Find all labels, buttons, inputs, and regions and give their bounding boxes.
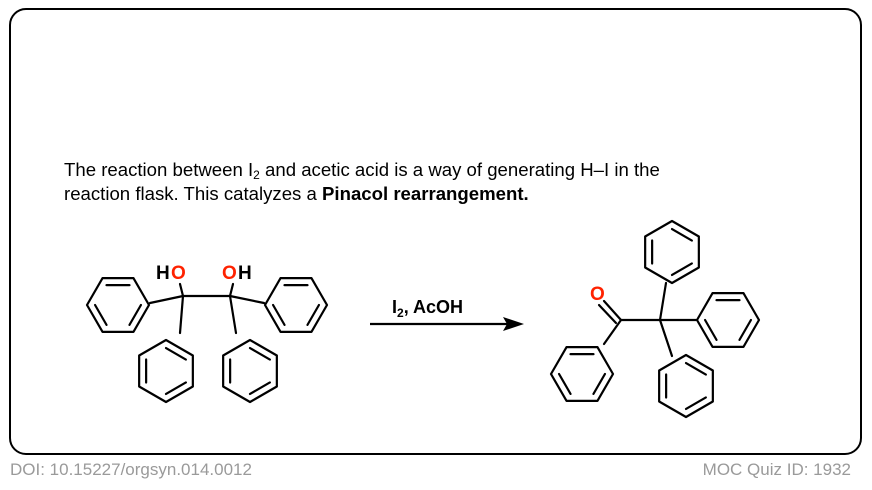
- reactant-hydroxyl-right-o: O: [222, 263, 237, 284]
- ring-double-bond: [557, 372, 572, 395]
- ring-outline: [263, 277, 329, 333]
- product-phenyl-lower: [658, 353, 714, 419]
- ring-outline: [85, 277, 151, 333]
- ring-double-bond: [703, 318, 718, 341]
- arrow-head-icon: [503, 317, 524, 331]
- product-phenyl-ketone: [549, 346, 615, 402]
- ring-outline: [695, 292, 761, 348]
- iodine-subscript: 2: [253, 168, 260, 182]
- ring-double-bond: [271, 303, 286, 326]
- carbonyl-double-bond: [597, 303, 618, 325]
- reactant-hydroxyl-left-h: H: [156, 263, 170, 284]
- ring-double-bond: [684, 396, 707, 411]
- ring-double-bond: [93, 303, 108, 326]
- question-text: The reaction between I2 and acetic acid …: [64, 158, 824, 206]
- c-o-bond-left: [178, 282, 185, 298]
- reactant-phenyl-lower-left: [138, 338, 194, 404]
- reactant-phenyl-right: [263, 277, 329, 333]
- molecule-bonds: [85, 219, 761, 419]
- reagent-label: I2, AcOH: [392, 297, 463, 320]
- ring-outline: [138, 338, 194, 404]
- c-ph-bond: [658, 281, 668, 322]
- ring-double-bond: [738, 318, 753, 341]
- reactant-hydroxyl-right-h: H: [238, 263, 252, 284]
- c-o-bond-right: [228, 282, 235, 298]
- product-phenyl-right: [695, 292, 761, 348]
- reaction-name: Pinacol rearrangement.: [322, 183, 529, 204]
- ring-outline: [222, 338, 278, 404]
- ring-double-bond: [670, 227, 693, 242]
- ring-double-bond: [592, 372, 607, 395]
- ring-double-bond: [128, 303, 143, 326]
- c-ph-bond: [228, 294, 266, 305]
- ring-double-bond: [164, 346, 187, 361]
- ring-outline: [549, 346, 615, 402]
- text-line1-end: and acetic acid is a way of generating H…: [259, 159, 660, 180]
- quiz-card: [9, 8, 862, 455]
- reactant-phenyl-left: [85, 277, 151, 333]
- product-carbonyl-o: O: [590, 284, 605, 305]
- product-phenyl-upper: [644, 219, 700, 285]
- ring-double-bond: [164, 381, 187, 396]
- reactant-hydroxyl-left-o: O: [171, 263, 186, 284]
- ring-double-bond: [248, 346, 271, 361]
- c-ph-bond: [228, 294, 238, 335]
- carbonyl-double-bond: [602, 299, 623, 322]
- ring-outline: [658, 353, 714, 419]
- c-ph-bond: [658, 318, 674, 358]
- ring-double-bond: [670, 262, 693, 277]
- text-line1-start: The reaction between I: [64, 159, 254, 180]
- reagent-iodine-subscript: 2: [397, 306, 404, 320]
- ring-double-bond: [248, 381, 271, 396]
- c-ph-bond: [178, 294, 185, 335]
- text-line2: reaction flask. This catalyzes a: [64, 183, 323, 204]
- c-ph-bond: [148, 294, 185, 305]
- quiz-id: MOC Quiz ID: 1932: [702, 460, 851, 479]
- ring-outline: [644, 219, 700, 285]
- ring-double-bond: [684, 361, 707, 376]
- ring-double-bond: [306, 303, 321, 326]
- reagent-iodine: I: [392, 297, 397, 317]
- c-ph-bond: [602, 318, 623, 346]
- reagent-acetic-acid: , AcOH: [404, 297, 463, 317]
- doi-reference: DOI: 10.15227/orgsyn.014.0012: [10, 460, 252, 479]
- reactant-phenyl-lower-right: [222, 338, 278, 404]
